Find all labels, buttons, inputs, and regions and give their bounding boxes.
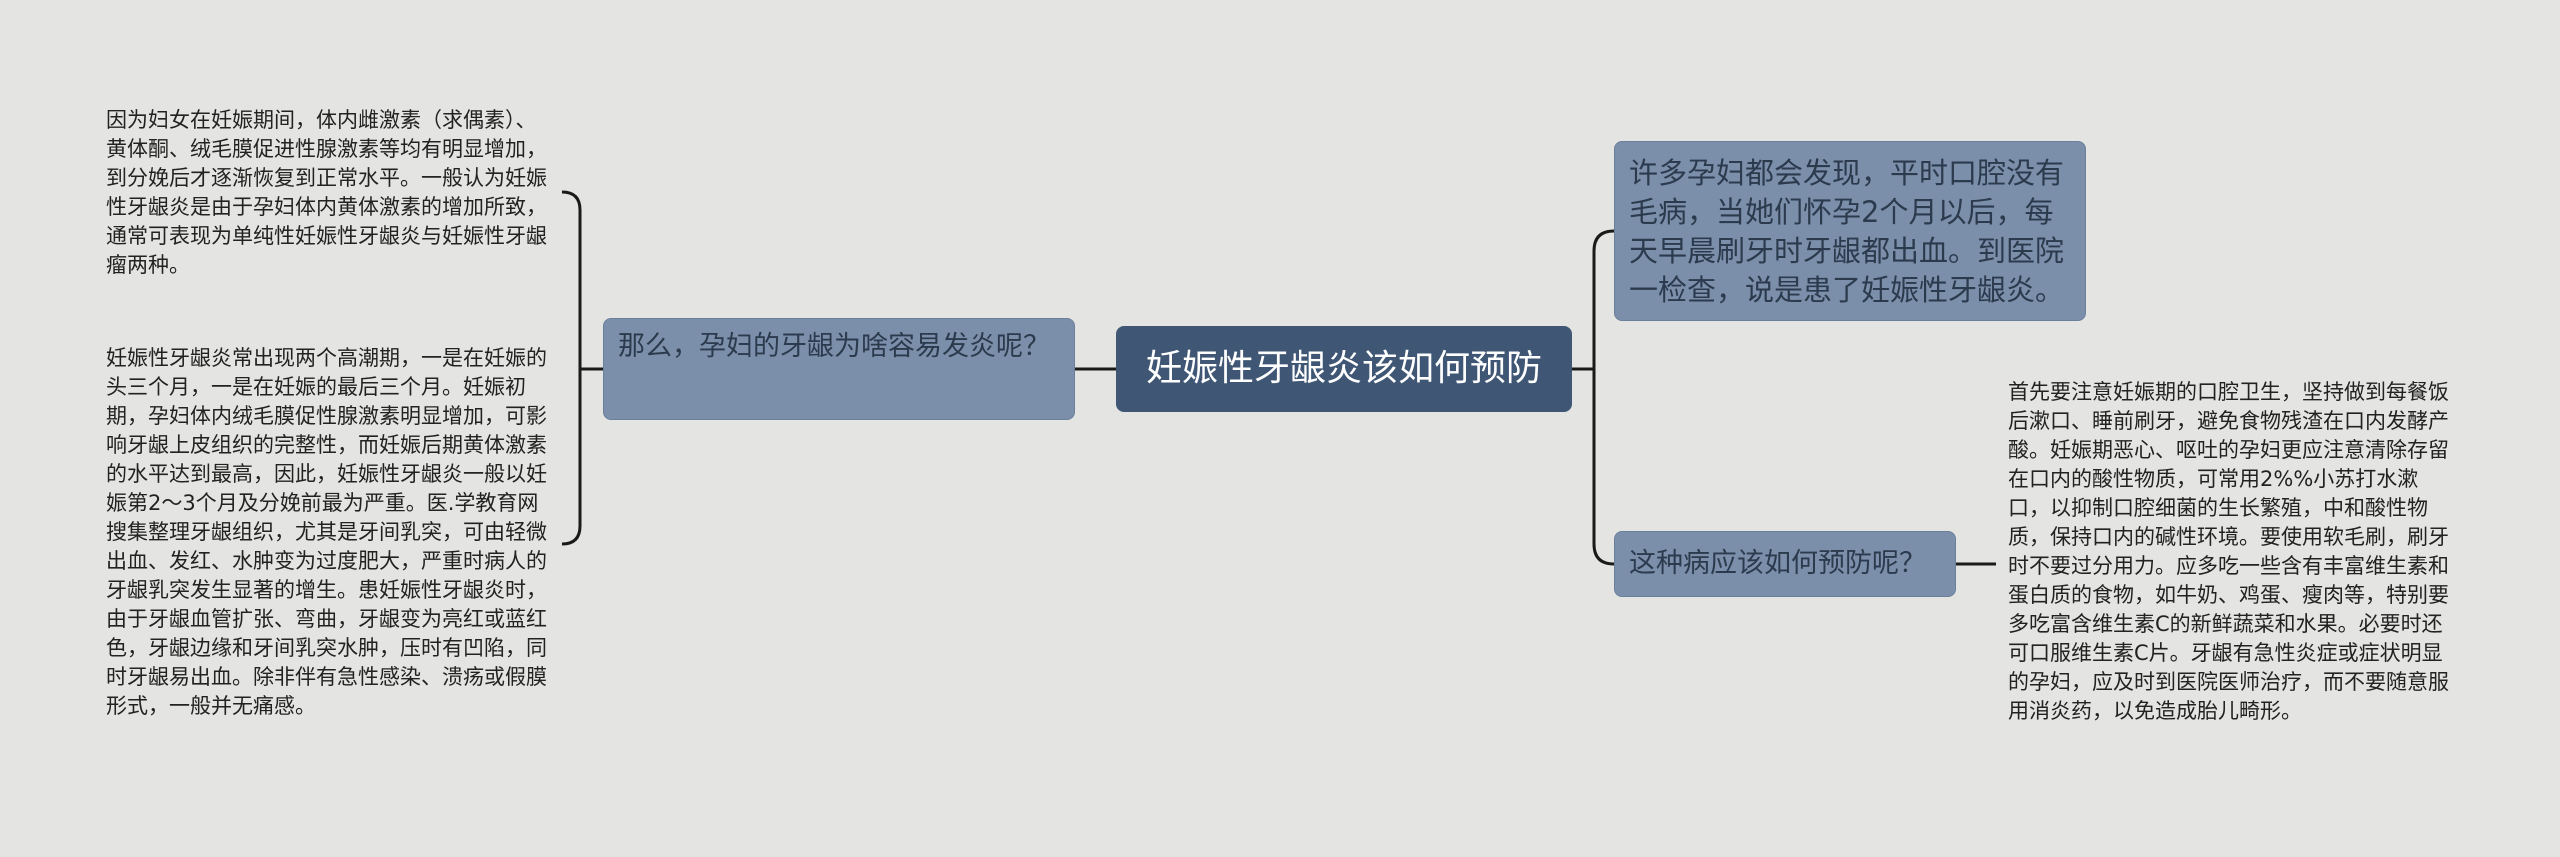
root-topic[interactable]: 妊娠性牙龈炎该如何预防 — [1116, 326, 1572, 412]
leaf-prevention-advice: 首先要注意妊娠期的口腔卫生，坚持做到每餐饭后漱口、睡前刷牙，避免食物残渣在口内发… — [2008, 380, 2449, 723]
connector-left-bracket — [561, 190, 582, 546]
info-bleeding-gums[interactable]: 许多孕妇都会发现，平时口腔没有毛病，当她们怀孕2个月以后，每天早晨刷牙时牙龈都出… — [1614, 141, 2086, 321]
leaf-hormone-cause: 因为妇女在妊娠期间，体内雌激素（求偶素）、黄体酮、绒毛膜促进性腺激素等均有明显增… — [106, 108, 547, 277]
question-how-prevent[interactable]: 这种病应该如何预防呢？ — [1614, 531, 1956, 597]
leaf-peak-periods: 妊娠性牙龈炎常出现两个高潮期，一是在妊娠的头三个月，一是在妊娠的最后三个月。妊娠… — [106, 346, 547, 718]
question-why-inflamed[interactable]: 那么，孕妇的牙龈为啥容易发炎呢？ — [603, 318, 1075, 420]
connector-right-bracket — [1592, 229, 1615, 566]
